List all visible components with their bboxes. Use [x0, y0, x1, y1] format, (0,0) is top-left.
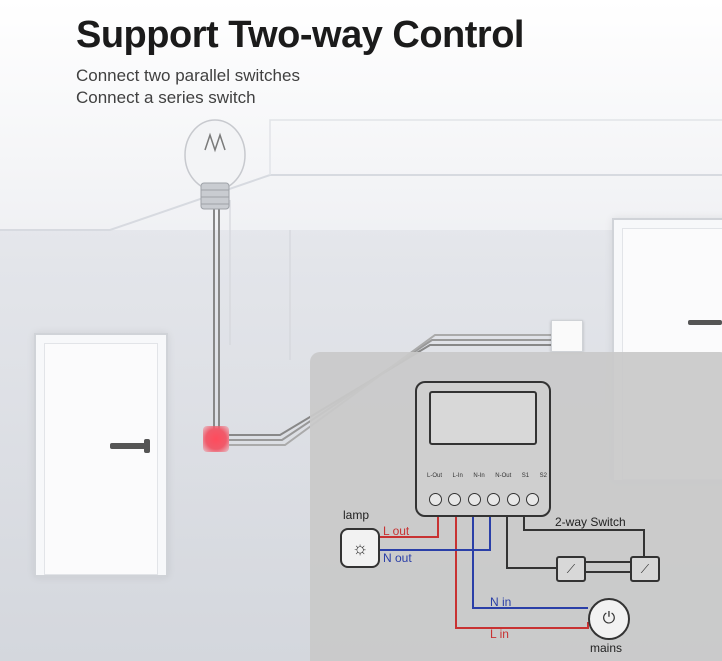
terminal-n-in: [467, 493, 481, 506]
terminal-labels: L-Out L-In N-In N-Out S1 S2: [427, 473, 547, 479]
two-way-switch-label: 2-way Switch: [555, 515, 626, 529]
mains-label: mains: [590, 641, 623, 655]
ceiling-band: [0, 0, 722, 230]
page-title: Support Two-way Control: [76, 14, 524, 56]
smart-switch-module: L-Out L-In N-In N-Out S1 S2: [415, 381, 551, 517]
lamp-label: lamp: [343, 508, 370, 522]
subtitle-parallel: Connect two parallel switches: [76, 66, 300, 85]
terminal-label: S1: [521, 473, 530, 479]
left-door-panel: [44, 343, 158, 575]
n-out-label: N out: [383, 551, 412, 565]
terminal-s2: [525, 493, 539, 506]
wall-switch: [551, 320, 583, 352]
switch-icon: ⟋: [630, 556, 660, 582]
junction-box-highlight: [203, 426, 229, 452]
switch-icon: ⟋: [556, 556, 586, 582]
terminal-label: N-In: [473, 473, 485, 479]
n-in-label: N in: [490, 595, 512, 609]
terminal-l-out: [429, 493, 442, 506]
terminal-l-in: [448, 493, 462, 506]
module-top-panel: [429, 391, 537, 445]
light-bulb-icon: [184, 119, 246, 210]
terminal-label: N-Out: [495, 473, 512, 479]
terminal-label: L-Out: [427, 473, 443, 479]
left-door: [34, 333, 168, 577]
subtitle-series: Connect a series switch: [76, 88, 256, 107]
terminal-n-out: [487, 493, 501, 506]
l-out-label: L out: [383, 524, 410, 538]
l-in-label: L in: [490, 627, 509, 641]
terminal-row: [429, 493, 539, 506]
terminal-label: L-In: [452, 473, 463, 479]
plug-icon: ⏻: [588, 598, 630, 640]
terminal-label: S2: [539, 473, 547, 479]
terminal-s1: [506, 493, 520, 506]
lamp-icon: ☼: [340, 528, 380, 568]
right-door-handle: [688, 320, 722, 325]
left-door-handle: [110, 439, 150, 453]
